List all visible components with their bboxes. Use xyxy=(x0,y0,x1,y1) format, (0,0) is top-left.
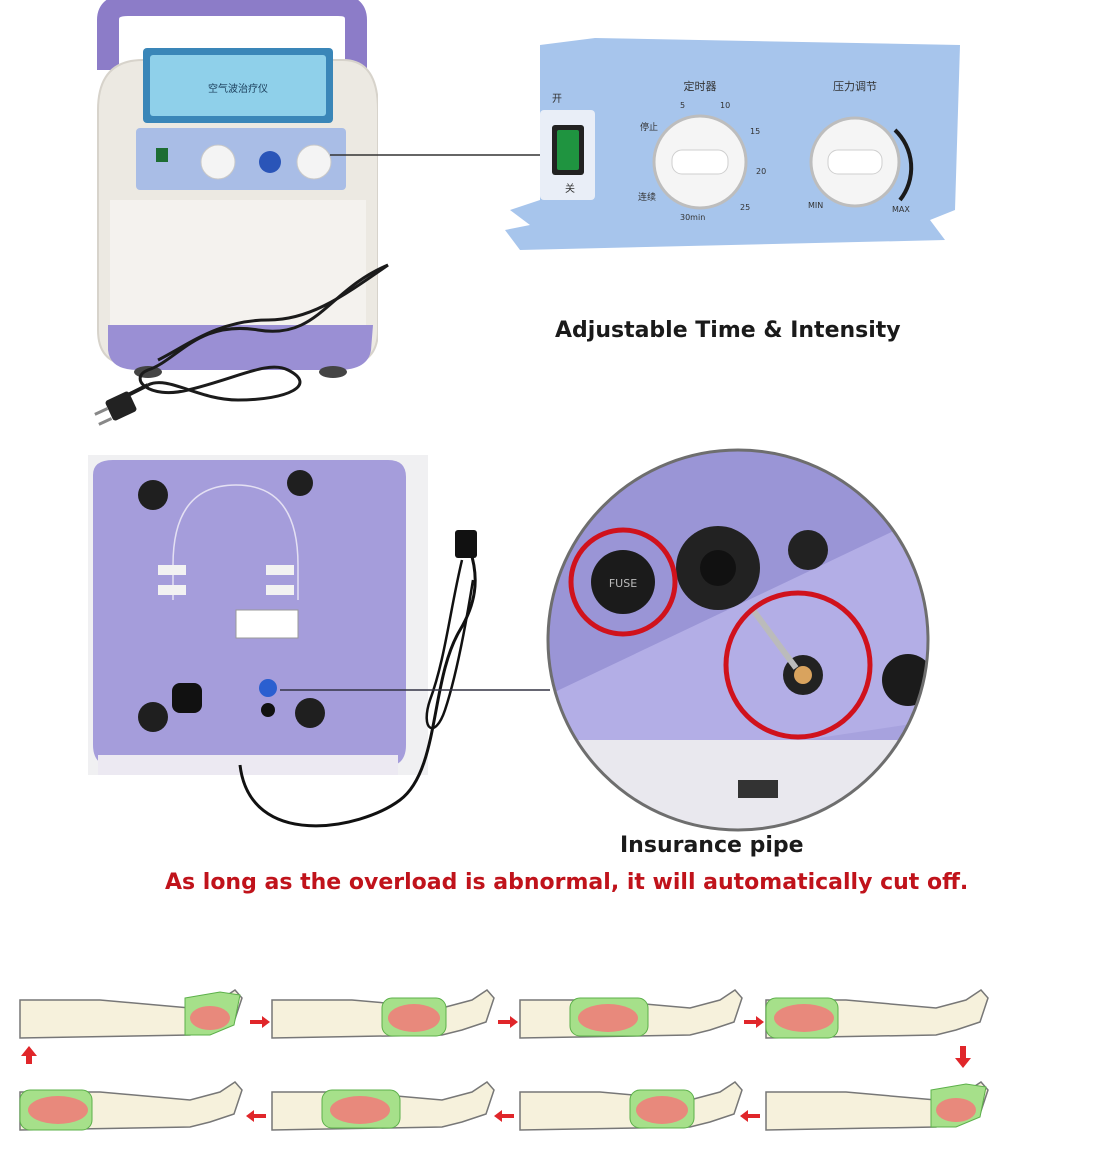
timer-tick-2: 10 xyxy=(720,101,730,110)
arrow-2 xyxy=(498,1016,518,1028)
arrow-3 xyxy=(744,1016,764,1028)
step-4 xyxy=(765,989,989,1039)
callout-line-top xyxy=(330,154,550,156)
arrow-1 xyxy=(250,1016,270,1028)
caption-adjustable: Adjustable Time & Intensity xyxy=(555,318,901,343)
timer-label: 定时器 xyxy=(684,79,717,93)
fuse-cap-label: FUSE xyxy=(609,577,637,590)
step-5 xyxy=(765,1081,989,1131)
step-1 xyxy=(19,989,243,1039)
power-cord-back xyxy=(238,530,477,828)
arrow-6 xyxy=(494,1110,514,1122)
fuse-highlight-2 xyxy=(723,590,873,740)
callout-line-middle xyxy=(280,689,550,691)
power-cord xyxy=(94,263,389,426)
fuse-zoom-circle: FUSE xyxy=(546,448,930,832)
leg-compression-sequence xyxy=(19,989,989,1131)
arrow-5 xyxy=(740,1110,760,1122)
pressure-label: 压力调节 xyxy=(833,80,877,93)
continuous-label: 连续 xyxy=(638,191,656,203)
control-panel-zoom: 开 关 定时器 压力调节 停止 连续 5 10 15 20 25 30min M… xyxy=(505,38,960,250)
warning-text: As long as the overload is abnormal, it … xyxy=(165,870,969,895)
step-3 xyxy=(519,989,743,1039)
switch-on-label: 开 xyxy=(552,94,562,105)
pressure-max-label: MAX xyxy=(892,205,910,214)
step-7 xyxy=(271,1081,495,1131)
arrow-up xyxy=(21,1046,37,1064)
step-8 xyxy=(19,1081,243,1131)
fuse-highlight-1 xyxy=(568,527,678,637)
step-2 xyxy=(271,989,495,1039)
timer-tick-1: 5 xyxy=(680,101,685,110)
timer-tick-3: 15 xyxy=(750,127,760,136)
step-6 xyxy=(519,1081,743,1131)
arrow-7 xyxy=(246,1110,266,1122)
pressure-min-label: MIN xyxy=(808,201,823,210)
arrow-down xyxy=(955,1046,971,1068)
timer-tick-6: 30min xyxy=(680,213,705,222)
timer-tick-4: 20 xyxy=(756,167,766,176)
switch-off-label: 关 xyxy=(565,182,575,195)
device-screen-text: 空气波治疗仪 xyxy=(208,82,268,95)
stop-label: 停止 xyxy=(640,121,658,133)
timer-tick-5: 25 xyxy=(740,203,750,212)
caption-insurance: Insurance pipe xyxy=(620,833,804,858)
device-front-photo: 空气波治疗仪 xyxy=(97,0,378,378)
